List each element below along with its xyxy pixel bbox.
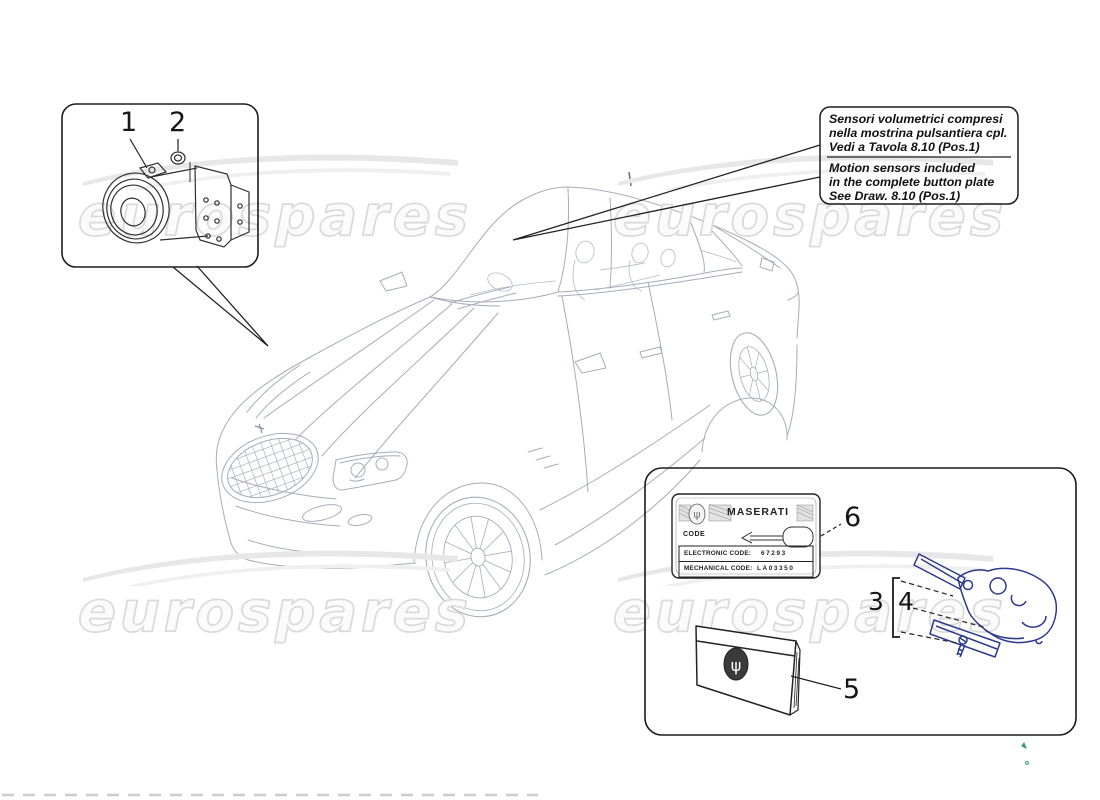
key-callout-bracket — [892, 577, 988, 644]
pouch-leader-line — [790, 675, 842, 690]
siren-leader-lines — [172, 265, 269, 347]
key-fob — [913, 553, 1058, 658]
note-english: Motion sensors included in the complete … — [829, 161, 1013, 204]
rear-wheel — [729, 332, 779, 416]
siren-assembly — [102, 151, 250, 248]
note-line: in the complete button plate — [829, 175, 995, 190]
hood-trident-badge — [254, 423, 265, 434]
note-line: See Draw. 8.10 (Pos.1) — [829, 189, 961, 204]
note-leader-lines — [512, 144, 821, 241]
card-logo-oval — [688, 503, 706, 525]
key-screw — [956, 635, 968, 658]
callout-3: 3 — [868, 587, 884, 616]
maserati-trident-icon: ψ — [693, 508, 700, 521]
siren-mounting-nut — [170, 151, 191, 182]
siren-detail-box — [61, 103, 259, 268]
note-box — [512, 106, 1019, 241]
maserati-trident-icon: ψ — [731, 656, 742, 675]
card-key-icon — [740, 526, 814, 548]
key-blade — [913, 553, 966, 590]
callout-1: 1 — [120, 107, 138, 138]
card-brand: MASERATI — [727, 506, 790, 518]
callout-4: 4 — [898, 587, 914, 616]
card-hatch-bands — [678, 503, 814, 522]
note-line: Vedi a Tavola 8.10 (Pos.1) — [829, 140, 980, 155]
pouch-trident-badge — [723, 647, 749, 681]
card-code-label: CODE — [683, 531, 706, 538]
front-grille — [221, 423, 319, 504]
card-electronic-code-value: 67293 — [761, 550, 787, 557]
callout-5: 5 — [843, 674, 861, 705]
card-electronic-code-label: ELECTRONIC CODE: — [684, 550, 752, 557]
green-print-specks — [1021, 741, 1029, 765]
card-mechanical-code-label: MECHANICAL CODE: — [684, 565, 753, 572]
callout-6: 6 — [844, 502, 862, 533]
note-line: Motion sensors included — [829, 161, 975, 175]
note-italian: Sensori volumetrici compresi nella mostr… — [829, 112, 1013, 155]
callout-2: 2 — [169, 107, 187, 138]
car-interior-sketch — [469, 240, 737, 301]
card-mechanical-code-value: LA03350 — [757, 565, 795, 572]
document-pouch: ψ — [695, 625, 801, 716]
note-line: Sensori volumetrici compresi — [829, 112, 1003, 126]
note-line: nella mostrina pulsantiera cpl. — [829, 126, 1008, 141]
key-kit-detail-box: ψ — [644, 467, 1077, 736]
key-leader-lines — [900, 580, 988, 644]
code-card: ψ — [671, 493, 821, 579]
card-leader-line — [820, 523, 842, 537]
key-flip-blade — [929, 619, 1001, 658]
